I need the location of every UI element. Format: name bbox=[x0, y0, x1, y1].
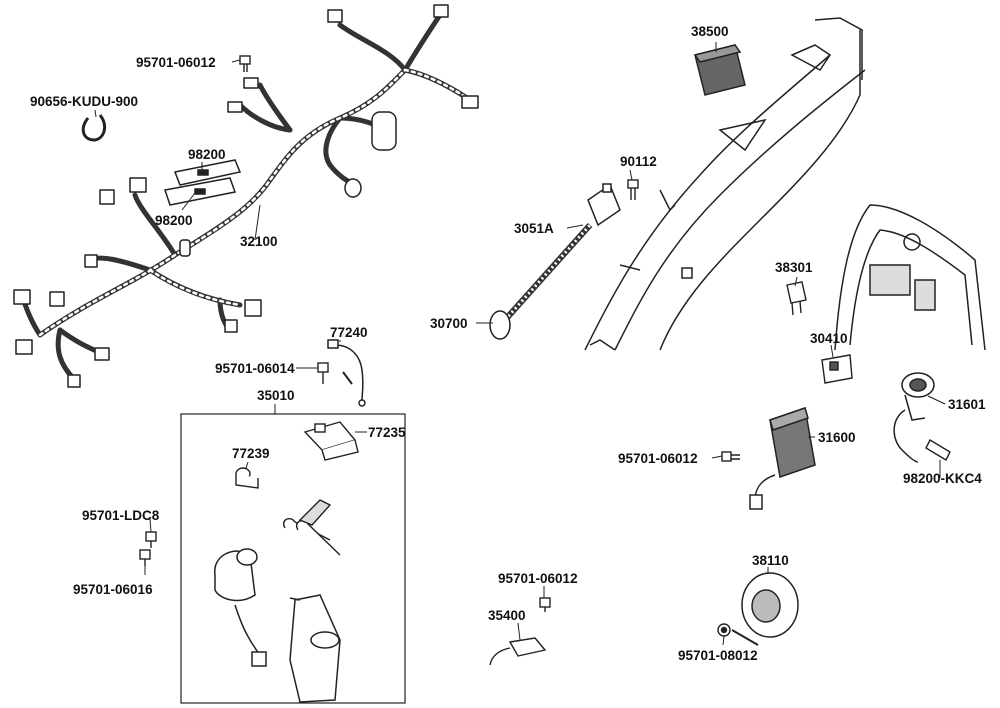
bolt-top bbox=[239, 55, 251, 72]
ignition-switch bbox=[214, 548, 267, 667]
bolt-06016 bbox=[139, 549, 151, 566]
relay-38301 bbox=[786, 281, 807, 316]
label-31600: 31600 bbox=[818, 430, 856, 445]
fuse-holders bbox=[164, 159, 242, 206]
label-38500: 38500 bbox=[691, 24, 729, 39]
label-38110: 38110 bbox=[752, 553, 789, 568]
lock-cylinder-77239 bbox=[235, 467, 259, 489]
label-77235: 77235 bbox=[368, 425, 406, 440]
horn-38110 bbox=[731, 572, 799, 646]
label-30700: 30700 bbox=[430, 316, 468, 331]
label-98200-kkc4: 98200-KKC4 bbox=[903, 471, 982, 486]
bolt-90112 bbox=[627, 179, 639, 200]
label-90656-kudu-900: 90656-KUDU-900 bbox=[30, 94, 138, 109]
label-31601: 31601 bbox=[948, 397, 986, 412]
label-35400: 35400 bbox=[488, 608, 526, 623]
socket-31601 bbox=[893, 372, 935, 463]
bolt-ldc8 bbox=[145, 531, 157, 548]
label-95701-06012-bottom: 95701-06012 bbox=[498, 571, 578, 586]
control-module bbox=[693, 44, 746, 96]
label-98200-lower: 98200 bbox=[155, 213, 193, 228]
label-32100: 32100 bbox=[240, 234, 278, 249]
sensor-35400 bbox=[489, 597, 551, 666]
label-98200-upper: 98200 bbox=[188, 147, 226, 162]
wiring-harness bbox=[13, 4, 479, 388]
seat-lock-77235 bbox=[303, 421, 359, 461]
label-38301: 38301 bbox=[775, 260, 813, 275]
label-95701-06016: 95701-06016 bbox=[73, 582, 153, 597]
label-95701-06012-right: 95701-06012 bbox=[618, 451, 698, 466]
label-90112: 90112 bbox=[620, 154, 657, 169]
cable-77240 bbox=[327, 339, 366, 407]
label-35010: 35010 bbox=[257, 388, 295, 403]
label-3051a: 3051A bbox=[514, 221, 554, 236]
bolt-regulator bbox=[721, 451, 740, 462]
light-assembly bbox=[834, 204, 986, 351]
steering-lock bbox=[289, 594, 341, 703]
leader-lines bbox=[94, 42, 946, 646]
label-77240: 77240 bbox=[330, 325, 368, 340]
scooter-frame bbox=[584, 17, 866, 351]
bolt-06014 bbox=[317, 362, 353, 385]
label-95701-08012: 95701-08012 bbox=[678, 648, 758, 663]
ignition-set-box bbox=[180, 413, 406, 704]
clip-ring bbox=[81, 114, 107, 142]
label-95701-06014: 95701-06014 bbox=[215, 361, 295, 376]
cdi-30410 bbox=[821, 354, 853, 384]
bolt-horn bbox=[717, 623, 731, 637]
label-30410: 30410 bbox=[810, 331, 848, 346]
regulator-31600 bbox=[749, 407, 816, 510]
label-95701-ldc8: 95701-LDC8 bbox=[82, 508, 160, 523]
fuse-kkc4 bbox=[925, 439, 951, 461]
keys bbox=[283, 499, 341, 556]
part-labels: 38500 95701-06012 90656-KUDU-900 98200 9… bbox=[30, 24, 986, 663]
label-77239: 77239 bbox=[232, 446, 270, 461]
stand-switch bbox=[489, 183, 621, 340]
label-95701-06012-top: 95701-06012 bbox=[136, 55, 216, 70]
